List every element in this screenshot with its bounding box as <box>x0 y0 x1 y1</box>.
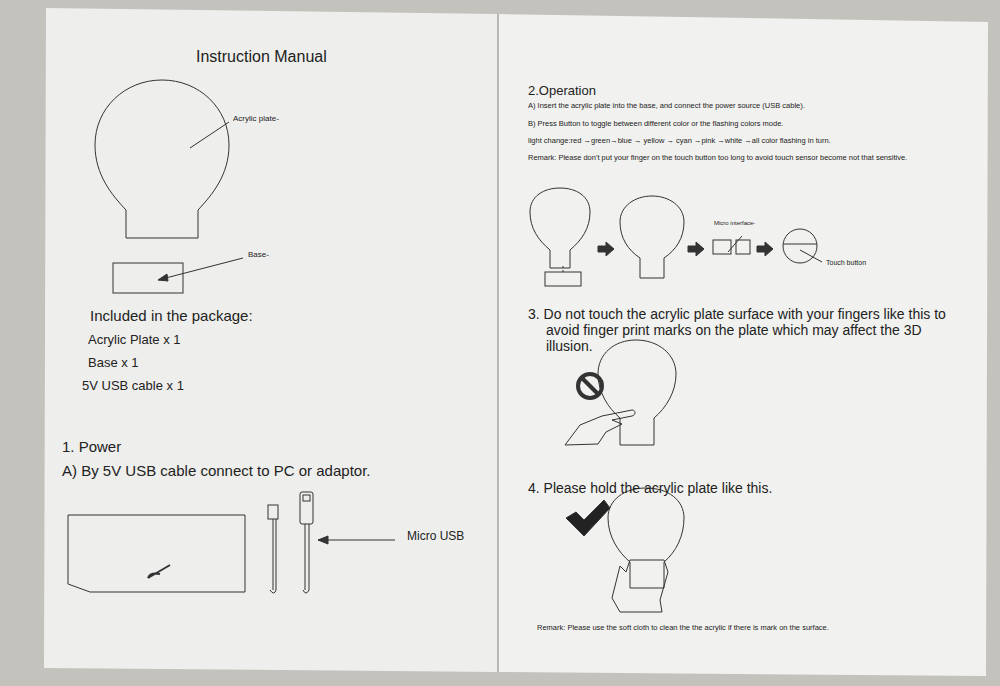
part-label: Micro interface- <box>714 220 755 227</box>
section-heading: Included in the package: <box>90 307 253 324</box>
part-label: Micro USB <box>407 530 464 544</box>
package-item: Base x 1 <box>88 356 139 371</box>
remark-text: Remark: Please don't put your finger on … <box>528 154 996 163</box>
section-heading: 1. Power <box>62 438 121 455</box>
instruction-text: A) Insert the acrylic plate into the bas… <box>528 102 805 111</box>
instruction-text: light change:red →green→blue → yellow → … <box>528 137 831 146</box>
package-item: 5V USB cable x 1 <box>82 379 184 394</box>
section-heading: 2.Operation <box>528 84 596 99</box>
manual-title: Instruction Manual <box>196 48 327 66</box>
part-label: Base- <box>248 250 269 259</box>
instruction-text: 4. Please hold the acrylic plate like th… <box>528 480 772 496</box>
remark-text: Remark: Please use the soft cloth to cle… <box>537 624 829 633</box>
instruction-text: 3. Do not touch the acrylic plate surfac… <box>528 306 966 354</box>
package-item: Acrylic Plate x 1 <box>88 333 180 348</box>
part-label: Acrylic plate- <box>233 114 279 123</box>
instruction-text: B) Press Button to toggle between differ… <box>528 120 783 129</box>
instruction-text: A) By 5V USB cable connect to PC or adap… <box>62 462 371 479</box>
part-label: Touch button <box>826 259 866 267</box>
